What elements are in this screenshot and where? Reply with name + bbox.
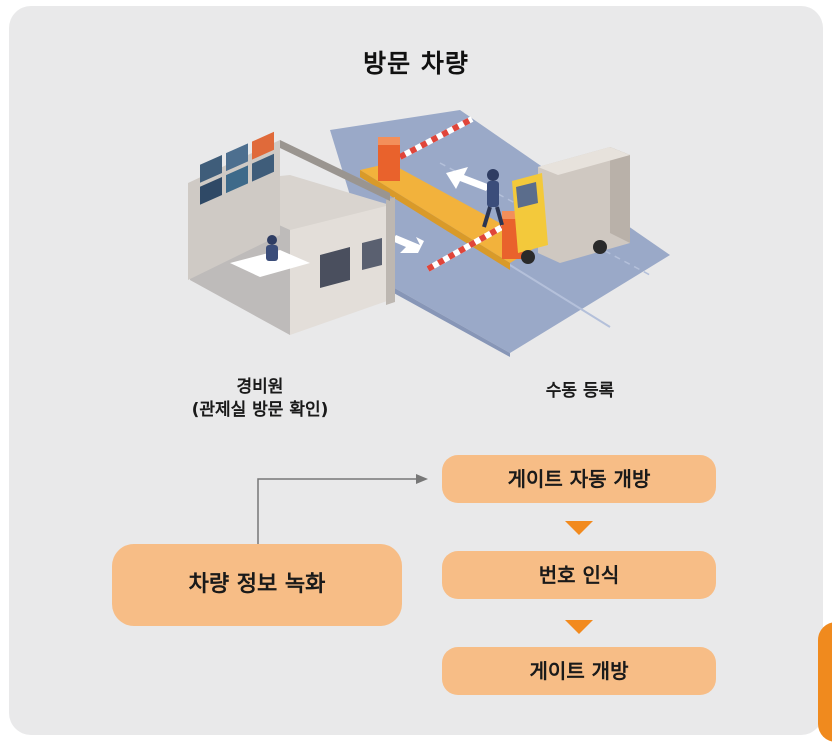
- guard-label: 경비원 (관제실 방문 확인): [160, 376, 360, 422]
- person-leg: [495, 206, 504, 226]
- lane-line: [439, 162, 651, 276]
- barrier-post-top: [378, 137, 400, 145]
- person-head: [487, 169, 499, 181]
- guard-label-line2: (관제실 방문 확인): [191, 400, 329, 420]
- barrier-arm-stripe: [426, 224, 504, 272]
- record-box: 차량 정보 녹화: [112, 544, 402, 626]
- person-body: [487, 181, 499, 207]
- down-arrow-icon: [565, 521, 593, 535]
- desk: [230, 250, 310, 277]
- monitor: [226, 143, 248, 172]
- barrier-arm-stripe: [398, 116, 474, 160]
- truck-wheel: [593, 240, 607, 254]
- room-roof-rim: [280, 140, 390, 201]
- island: [360, 163, 540, 263]
- monitor: [226, 165, 248, 194]
- guard-label-line1: 경비원: [236, 377, 284, 397]
- flow-step-plate-recognition: 번호 인식: [442, 551, 716, 599]
- barrier-post-top: [502, 211, 524, 219]
- down-arrow-icon: [565, 620, 593, 634]
- truck-cargo-side: [610, 147, 630, 243]
- guard-body: [266, 245, 278, 261]
- monitor: [252, 153, 274, 182]
- truck-wheel: [521, 250, 535, 264]
- manual-register-label: 수동 등록: [545, 381, 615, 401]
- room-right-wall-edge: [386, 197, 395, 305]
- truck-cargo-top: [538, 147, 630, 175]
- flow-step-auto-open: 게이트 자동 개방: [442, 455, 716, 503]
- direction-arrow: [392, 235, 424, 253]
- gate-illustration: [188, 110, 670, 357]
- room-window: [320, 247, 350, 288]
- monitor: [200, 154, 222, 183]
- truck-window: [516, 182, 538, 208]
- road-edge: [372, 277, 510, 357]
- flow-step-gate-open: 게이트 개방: [442, 647, 716, 695]
- barrier-post: [378, 141, 400, 181]
- room-window: [362, 238, 382, 270]
- truck-cargo-front: [538, 147, 630, 263]
- guard-head: [267, 235, 277, 245]
- person-leg: [482, 206, 492, 228]
- corner-accent: [818, 622, 832, 742]
- monitor: [252, 131, 274, 160]
- page-title: 방문 차량: [363, 49, 469, 78]
- monitor: [200, 176, 222, 205]
- direction-arrow: [446, 167, 490, 191]
